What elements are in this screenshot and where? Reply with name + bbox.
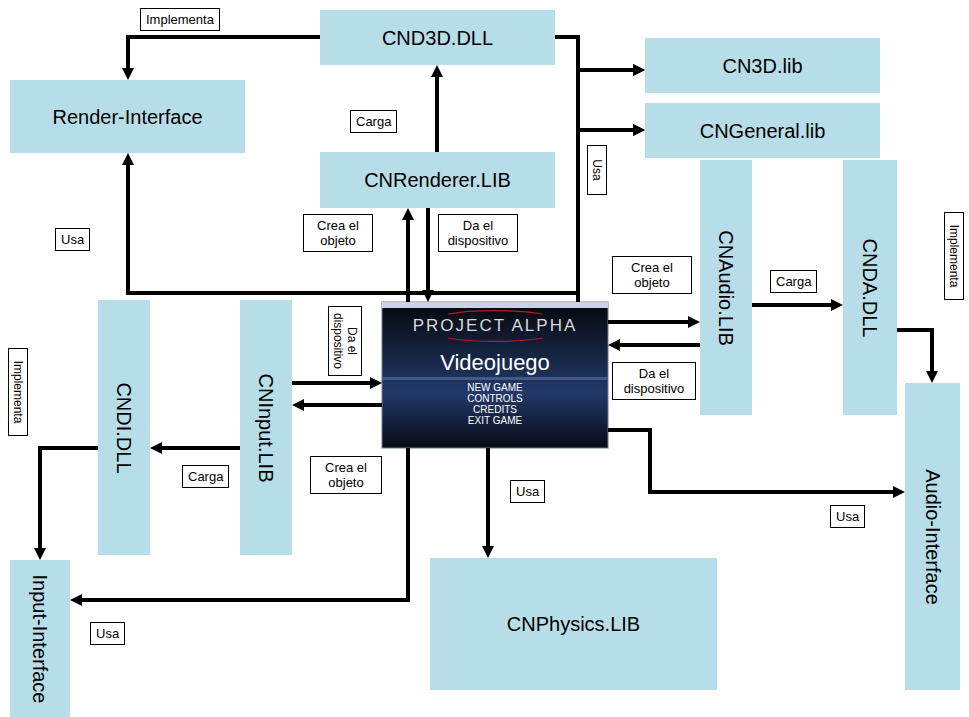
edge-label: Usa [55, 228, 90, 251]
node-title: Input-Interface [28, 574, 52, 703]
node-title: CNDI.DLL [112, 382, 136, 473]
arrow-connector [608, 430, 897, 492]
arrow-connector [128, 37, 320, 72]
dll-box: CND3D.DLL [320, 10, 555, 65]
arrow-connector [406, 216, 410, 302]
window-title-bar [382, 302, 608, 308]
edge-label: Crea el objeto [303, 214, 373, 252]
node-title: Render-Interface [52, 105, 202, 129]
edge-label: Usa [90, 622, 125, 645]
menu-item: CONTROLS [382, 393, 608, 404]
arrow-connector [555, 37, 637, 70]
node-title: Audio-Interface [921, 469, 945, 605]
node-title: CNDA.DLL [858, 238, 882, 337]
edge-label: Implementa [8, 348, 28, 436]
arrow-connector [300, 403, 382, 407]
arrow-connector [40, 448, 98, 552]
arrow-connector [292, 381, 374, 385]
screen-title: PROJECT ALPHA [382, 316, 608, 336]
edge-label: Implementa [944, 212, 964, 300]
arrow-connector [897, 330, 932, 375]
edge-label-text: Implementa [947, 214, 961, 298]
edge-label: Crea el objeto [612, 256, 692, 294]
node-title: CND3D.DLL [382, 26, 493, 50]
node-title: CNPhysics.LIB [507, 612, 640, 636]
logo-arc [448, 311, 542, 314]
arrow-connector [752, 303, 835, 307]
arrow-connector [158, 446, 240, 450]
edge-label: Implementa [140, 8, 220, 31]
edge-label: Usa [510, 480, 545, 503]
arrow-connector [435, 73, 439, 152]
arrow-connector [616, 343, 700, 347]
menu-item: EXIT GAME [382, 415, 608, 426]
menu-item: CREDITS [382, 404, 608, 415]
arrow-connector [555, 37, 637, 130]
edge-label-text: Usa [590, 150, 604, 190]
edge-label: Crea el objeto [310, 456, 382, 494]
library-box: CNInput.LIB [240, 300, 292, 555]
library-box: CN3D.lib [645, 38, 880, 93]
edge-label: Da el dispositivo [438, 214, 518, 252]
edge-label: Carga [350, 110, 397, 133]
logo-arc [448, 338, 542, 341]
edge-label: Usa [830, 505, 865, 528]
arrow-connector [608, 320, 692, 324]
node-title: CNGeneral.lib [700, 119, 826, 143]
edge-label: Da el dispositivo [612, 362, 696, 400]
game-screen: PROJECT ALPHA VideojuegoNEW GAMECONTROLSC… [382, 302, 608, 448]
interface-box: Render-Interface [10, 80, 245, 153]
edge-label: Carga [182, 465, 229, 488]
menu-item: NEW GAME [382, 382, 608, 393]
screen-heading: Videojuego [382, 350, 608, 376]
library-box: CNPhysics.LIB [430, 558, 717, 690]
menu-band [382, 377, 608, 380]
library-box: CNGeneral.lib [645, 103, 880, 158]
edge-label: Da el dispositivo [328, 306, 362, 376]
edge-label-text: Implementa [11, 350, 25, 434]
dll-box: CNDI.DLL [98, 300, 150, 555]
library-box: CNRenderer.LIB [320, 152, 555, 208]
interface-box: Audio-Interface [905, 383, 960, 690]
node-title: CN3D.lib [722, 54, 802, 78]
edge-label: Carga [770, 270, 817, 293]
arrow-connector [486, 448, 490, 550]
arrow-connector [426, 208, 430, 294]
screen-background [382, 302, 608, 448]
library-box: CNAudio.LIB [700, 160, 752, 415]
dll-box: CNDA.DLL [843, 160, 897, 415]
edge-label-text: Da el dispositivo [331, 308, 359, 374]
interface-box: Input-Interface [10, 560, 70, 717]
edge-label: Usa [587, 145, 607, 195]
node-title: CNAudio.LIB [714, 230, 738, 346]
node-title: CNRenderer.LIB [364, 168, 511, 192]
node-title: CNInput.LIB [254, 373, 278, 482]
